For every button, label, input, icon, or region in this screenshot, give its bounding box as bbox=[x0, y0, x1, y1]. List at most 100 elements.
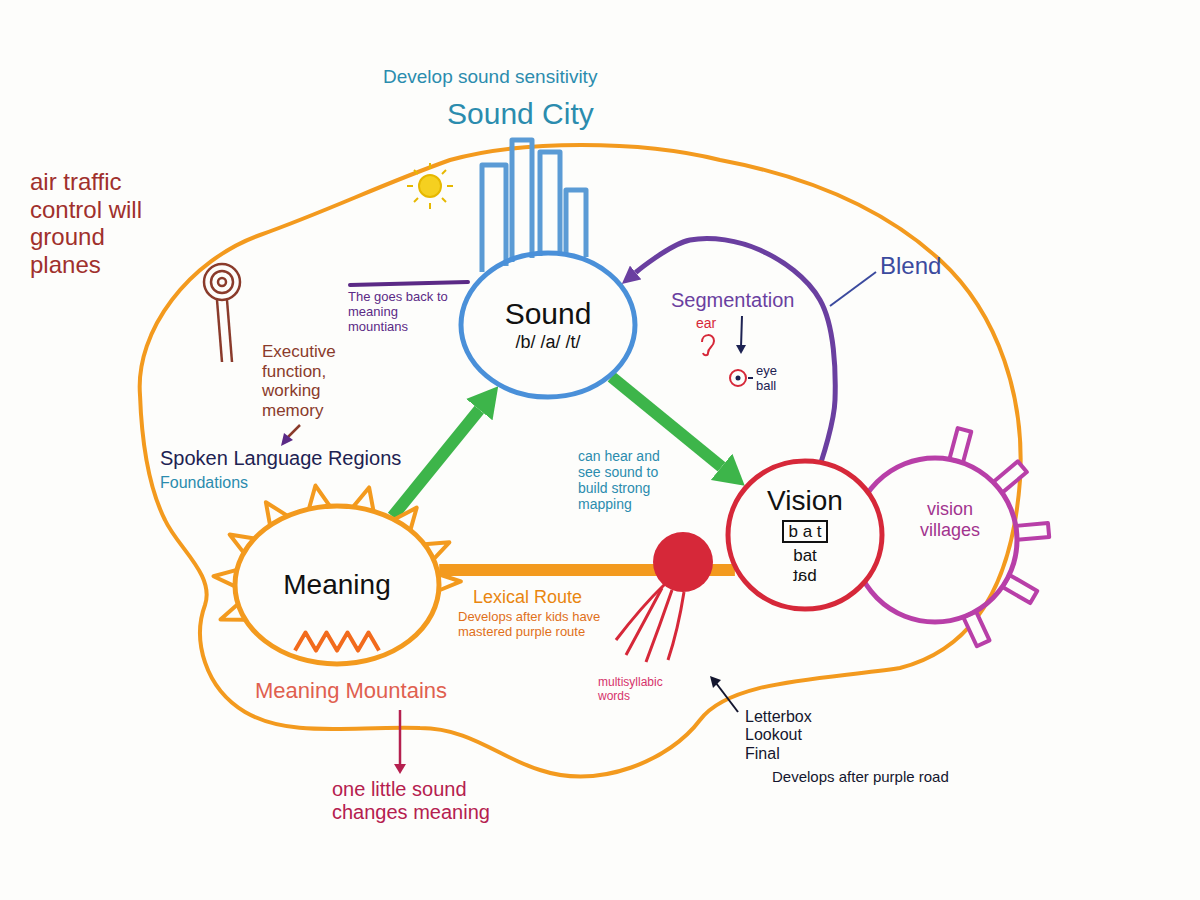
tower-pole bbox=[227, 300, 232, 362]
green-arrow bbox=[393, 410, 480, 517]
label-slot: Develop sound sensitivity bbox=[383, 66, 597, 88]
label-slot: Foundations bbox=[160, 474, 248, 492]
node-title: vision villages bbox=[902, 499, 998, 540]
phoneme-text: /b/ /a/ /t/ bbox=[515, 332, 580, 353]
sun-ray bbox=[414, 198, 418, 202]
label-slot: Letterbox Lookout Final bbox=[745, 708, 827, 763]
sun-ray bbox=[429, 203, 431, 209]
leader-dash bbox=[748, 377, 753, 379]
sun-ray bbox=[429, 163, 431, 169]
leader-line bbox=[830, 272, 876, 306]
sun-disc bbox=[419, 175, 441, 197]
meaning-circle: Meaning bbox=[232, 503, 442, 667]
tentacle bbox=[668, 592, 684, 660]
eye-pupil bbox=[736, 376, 741, 381]
building bbox=[540, 152, 560, 256]
sound-circle: Sound/b/ /a/ /t/ bbox=[458, 250, 638, 400]
leader-line bbox=[741, 316, 742, 347]
process-label: Blend bbox=[880, 252, 941, 280]
node-ellipse bbox=[728, 461, 882, 609]
note-text: air traffic control will ground planes bbox=[30, 168, 170, 278]
label-slot: eye ball bbox=[756, 364, 796, 394]
pointer-head bbox=[394, 764, 406, 774]
leader-line bbox=[350, 282, 468, 285]
label-slot: multisyllabic words bbox=[598, 676, 688, 704]
tower-pole bbox=[217, 300, 222, 362]
word-text: bat bbox=[793, 546, 817, 566]
sun-ray bbox=[407, 185, 413, 187]
leader-line bbox=[716, 683, 738, 712]
label-slot: Develops after purple road bbox=[772, 768, 949, 785]
brain-outline bbox=[140, 145, 1021, 776]
control-tower bbox=[204, 264, 240, 362]
mountain-zigzag bbox=[295, 633, 379, 651]
label-slot: Spoken Language Regions bbox=[160, 447, 401, 470]
tentacle bbox=[646, 590, 672, 662]
region-name: Sound City bbox=[447, 97, 594, 132]
sun-ray bbox=[414, 170, 418, 174]
edge-label: can hear and see sound to build strong m… bbox=[575, 447, 680, 513]
sun-ray bbox=[442, 198, 446, 202]
label-slot: one little sound changes meaning bbox=[332, 778, 507, 824]
letterbox-blob bbox=[616, 532, 713, 662]
note-text: Develops after kids have mastered purple… bbox=[458, 610, 608, 640]
label-slot: The goes back to meaning mountians bbox=[348, 290, 453, 335]
tower-ring bbox=[204, 264, 240, 300]
region-name: Spoken Language Regions bbox=[160, 447, 401, 470]
building bbox=[566, 190, 586, 257]
edge-label: Segmentation bbox=[668, 288, 797, 313]
region-name: Meaning Mountains bbox=[255, 678, 447, 703]
ear-shape bbox=[702, 335, 714, 355]
note-text: one little sound changes meaning bbox=[332, 778, 507, 824]
node-ellipse bbox=[853, 458, 1017, 622]
label-slot: Segmentation bbox=[668, 288, 797, 313]
note-text: Executive function, working memory bbox=[262, 342, 370, 420]
pointer-head bbox=[736, 345, 746, 354]
leader-line bbox=[399, 710, 402, 766]
sun-ray bbox=[447, 185, 453, 187]
label-slot: can hear and see sound to build strong m… bbox=[575, 447, 680, 513]
tentacle bbox=[626, 588, 662, 655]
label-slot: Sound City bbox=[447, 97, 594, 132]
node-ellipse bbox=[235, 506, 439, 664]
village-tower bbox=[1016, 523, 1049, 540]
node-title: Vision bbox=[767, 485, 843, 517]
building bbox=[482, 165, 506, 272]
purple-arc bbox=[636, 238, 836, 460]
leader-line bbox=[287, 425, 300, 438]
icon-label: eye ball bbox=[756, 364, 796, 394]
ear-icon bbox=[702, 335, 714, 355]
edge-label: Lexical Route bbox=[470, 586, 585, 609]
pointer-head bbox=[281, 433, 293, 446]
sun-icon bbox=[407, 163, 453, 209]
text-holder: vision villages bbox=[902, 475, 998, 565]
label-slot: Lexical Route bbox=[470, 586, 585, 609]
text-holder: Visionb a tbatbat bbox=[725, 458, 885, 612]
letter-boxes: b a t bbox=[782, 520, 827, 544]
icon-label: ear bbox=[696, 315, 716, 331]
text-holder: Meaning bbox=[232, 503, 442, 667]
note-text: Develops after purple road bbox=[772, 768, 949, 785]
note-text: multisyllabic words bbox=[598, 676, 688, 704]
sun-ray bbox=[442, 170, 446, 174]
subtitle-note: Develop sound sensitivity bbox=[383, 66, 597, 88]
tower-ring bbox=[211, 271, 233, 293]
node-title: Sound bbox=[505, 297, 592, 332]
building bbox=[512, 140, 532, 262]
node-title: Meaning bbox=[283, 569, 390, 601]
region-name: Letterbox Lookout Final bbox=[745, 708, 827, 763]
mirrored-word: bat bbox=[793, 566, 817, 586]
note-text: The goes back to meaning mountians bbox=[348, 290, 453, 335]
eye-icon bbox=[730, 370, 746, 386]
node-ellipse bbox=[461, 253, 635, 397]
label-slot: Executive function, working memory bbox=[262, 342, 370, 420]
vision-circle: Visionb a tbatbat bbox=[725, 458, 885, 612]
label-slot: Develops after kids have mastered purple… bbox=[458, 610, 608, 640]
letterbox-area bbox=[653, 532, 713, 592]
label-slot: Meaning Mountains bbox=[255, 678, 447, 703]
note-text: Foundations bbox=[160, 474, 248, 492]
label-slot: Blend bbox=[880, 252, 941, 280]
pointer-head bbox=[710, 676, 721, 688]
text-holder: Sound/b/ /a/ /t/ bbox=[458, 250, 638, 400]
mountain-peak bbox=[438, 574, 461, 591]
